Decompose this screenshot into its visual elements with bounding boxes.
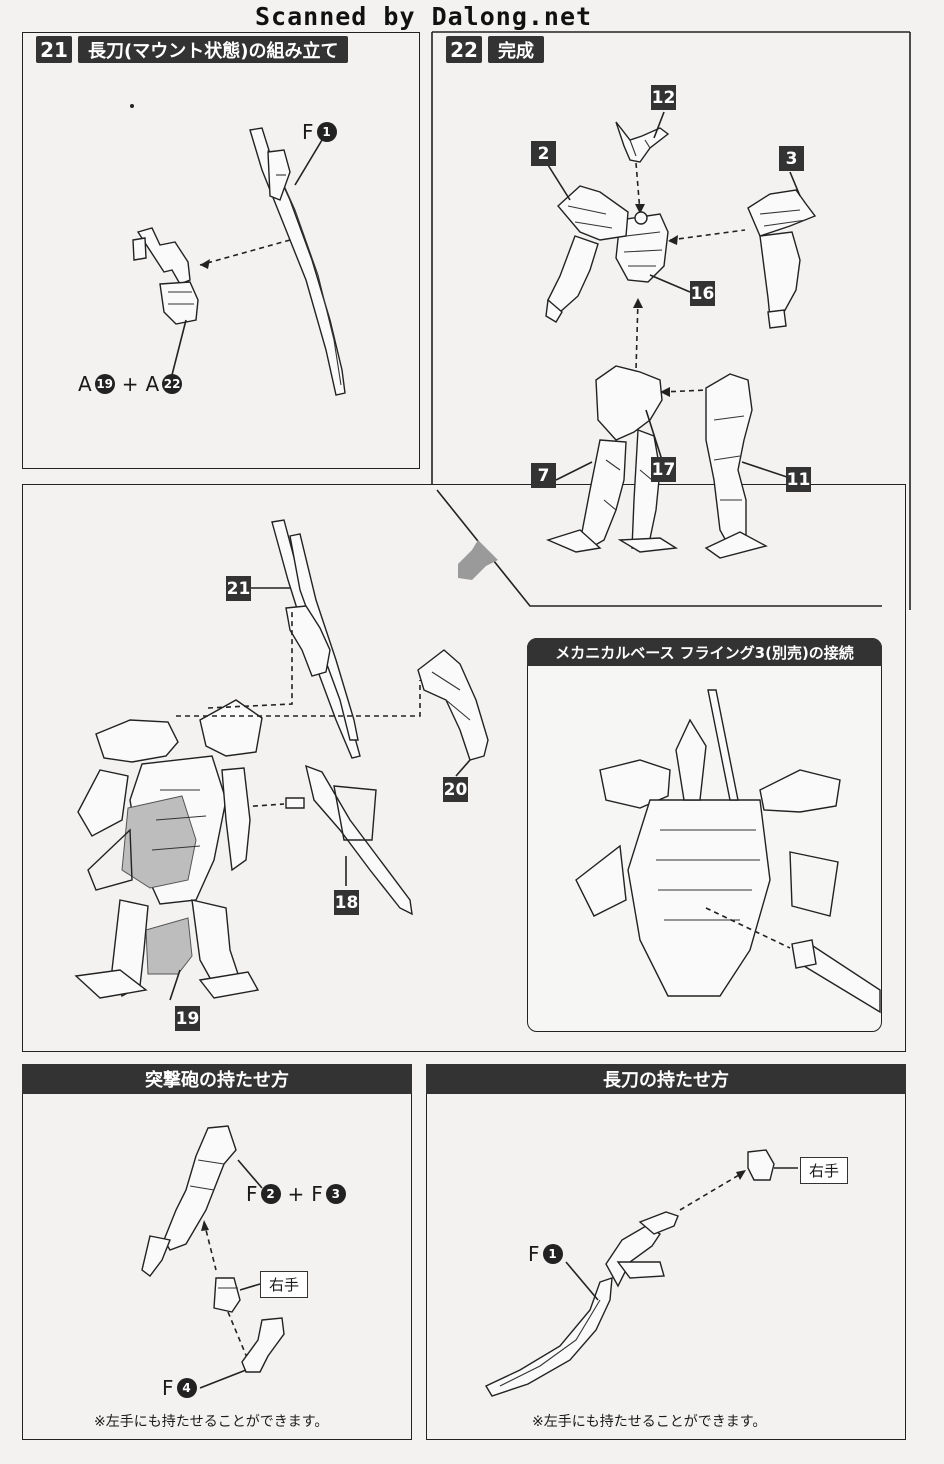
step21-blade-label: F 1	[302, 120, 337, 144]
step21-mount-art	[132, 227, 199, 325]
blade-part-num: 1	[316, 122, 337, 142]
callout-20: 20	[443, 777, 468, 802]
arm-3-art	[747, 189, 817, 329]
arm-2-art	[545, 185, 629, 323]
katana-box-title: 長刀の持たせ方	[426, 1064, 906, 1094]
katana-art	[485, 1149, 798, 1397]
torso-16-art	[615, 211, 669, 283]
callout-17: 17	[651, 457, 676, 482]
katana-blade-num: 1	[542, 1244, 563, 1264]
rifle-note: ※左手にも持たせることができます。	[94, 1414, 329, 1430]
rifle-p2: F	[311, 1182, 323, 1206]
assembly-panel	[22, 484, 906, 1052]
mount-a1-num: 19	[94, 374, 115, 394]
step22-header: 22 完成	[446, 36, 544, 63]
rifle-n2: 3	[325, 1184, 346, 1204]
step22-number: 22	[446, 36, 482, 63]
step21-title: 長刀(マウント状態)の組み立て	[78, 36, 349, 63]
rifle-plus: +	[287, 1182, 305, 1206]
head-12-art	[615, 121, 670, 163]
blade-label-prefix: F	[302, 120, 314, 144]
callout-19: 19	[175, 1006, 200, 1031]
mount-a2-prefix: A	[145, 372, 160, 396]
step21-number: 21	[36, 36, 72, 63]
base-inset-art	[575, 689, 881, 1014]
callout-18: 18	[334, 890, 359, 915]
katana-note: ※左手にも持たせることができます。	[532, 1414, 767, 1430]
rifle-art	[141, 1125, 285, 1389]
step22-title: 完成	[488, 36, 544, 63]
rifle-p1: F	[246, 1182, 258, 1206]
katana-hand-tag: 右手	[800, 1157, 849, 1184]
direction-arrow	[458, 540, 498, 580]
rifle-grip-prefix: F	[162, 1376, 174, 1400]
mount-a1-prefix: A	[78, 372, 92, 396]
rifle-parts-label: F 2 + F 3	[246, 1182, 346, 1206]
base-inset-title: メカニカルベース フライング3(別売)の接続	[527, 638, 882, 666]
legs-7-17-art	[545, 365, 679, 553]
katana-blade-prefix: F	[528, 1242, 540, 1266]
callout-11: 11	[786, 467, 811, 492]
leg-11-art	[704, 373, 768, 559]
callout-3: 3	[779, 146, 804, 171]
callout-7: 7	[531, 463, 556, 488]
rifle-hand-tag: 右手	[260, 1271, 309, 1298]
rifle-box-title: 突撃砲の持たせ方	[22, 1064, 412, 1094]
rifle-grip-num: 4	[176, 1378, 197, 1398]
step21-panel	[22, 32, 420, 469]
watermark: Scanned by Dalong.net	[255, 2, 593, 31]
mount-plus: +	[121, 372, 139, 396]
katana-blade-label: F 1	[528, 1242, 563, 1266]
rifle-n1: 2	[260, 1184, 281, 1204]
step21-mount-label: A 19 + A 22	[78, 372, 183, 396]
callout-2: 2	[531, 141, 556, 166]
assembled-robot-art	[74, 519, 489, 1001]
mount-a2-num: 22	[162, 374, 183, 394]
rifle-grip-label: F 4	[162, 1376, 197, 1400]
step21-blade-art	[249, 127, 346, 396]
step21-header: 21 長刀(マウント状態)の組み立て	[36, 36, 349, 63]
callout-16: 16	[690, 281, 715, 306]
callout-21: 21	[226, 576, 251, 601]
callout-12: 12	[651, 85, 676, 110]
